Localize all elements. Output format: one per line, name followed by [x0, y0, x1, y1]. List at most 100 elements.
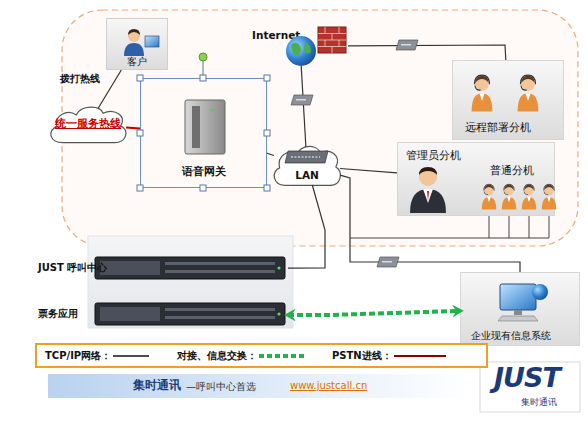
globe	[286, 36, 316, 66]
footer-label: 集时通讯	[521, 397, 557, 407]
cloud-outline	[270, 143, 344, 189]
footer-band	[48, 374, 470, 398]
internet-globe	[286, 36, 316, 66]
customer-icon	[124, 29, 159, 56]
switch-body	[285, 151, 328, 163]
extension-box: 管理员分机普通分机	[397, 142, 555, 216]
footer-label: —呼叫中心首选	[186, 381, 256, 393]
legend-box: TCP/IP网络： 对接、信息交换： PSTN进线：	[35, 343, 488, 368]
server-panel	[88, 236, 293, 328]
legend-line	[259, 354, 307, 358]
resize-handle	[137, 130, 143, 136]
switch-ports	[291, 156, 320, 158]
firewall-bricks	[318, 27, 346, 53]
legend-entry: 对接、信息交换：	[177, 349, 309, 363]
agent-icon	[542, 184, 556, 209]
monitor	[500, 284, 536, 310]
hotline-cloud: 统一服务热线	[46, 104, 130, 146]
server-unit	[95, 257, 285, 279]
server-vent	[165, 316, 275, 319]
globe-land	[291, 43, 301, 56]
lan-cloud: LAN	[270, 143, 344, 189]
ticketing-server: 票务应用	[38, 304, 288, 326]
gateway-case	[185, 100, 225, 154]
connector	[340, 169, 397, 173]
switch-icon	[396, 40, 418, 50]
server-bays	[100, 307, 160, 321]
footer-label: JUST	[494, 362, 560, 394]
customer-head	[128, 30, 140, 42]
manager-icon	[410, 167, 446, 213]
rotate-handle	[199, 53, 207, 61]
node-text: 管理员分机	[406, 149, 461, 162]
connector	[267, 153, 274, 155]
agent-icon	[502, 184, 516, 209]
server-vent	[165, 262, 275, 265]
resize-handle	[200, 75, 206, 81]
rotate-stem	[203, 61, 204, 78]
connector	[126, 128, 140, 129]
enterprise-system-box: 企业现有信息系统	[460, 272, 580, 346]
node-text: 普通分机	[490, 164, 534, 177]
selection-handles	[137, 53, 270, 191]
server-bays	[100, 261, 160, 275]
remote-extension-box: 远程部署分机	[452, 60, 564, 140]
node-text: 统一服务热线	[46, 117, 130, 130]
keyboard	[498, 316, 538, 321]
node-text: JUST 呼叫中心	[38, 262, 107, 274]
server-light	[277, 312, 280, 315]
legend-text: TCP/IP网络：	[45, 349, 111, 363]
edge-label: 拨打热线	[60, 73, 100, 85]
node-text: LAN	[270, 169, 344, 182]
legend-sample	[257, 351, 309, 361]
node-text: 语音网关	[141, 165, 266, 178]
connector	[288, 311, 460, 315]
internet-node: Internet	[252, 26, 348, 66]
customer-monitor	[145, 36, 159, 47]
legend-text: PSTN进线：	[332, 349, 392, 363]
connector	[98, 70, 121, 108]
logo-box	[480, 362, 580, 412]
legend-line	[113, 355, 149, 357]
node-text: 企业现有信息系统	[471, 330, 551, 342]
agent-icon	[522, 184, 536, 209]
server-unit	[95, 303, 285, 325]
legend-sample	[111, 351, 151, 361]
resize-handle	[137, 185, 143, 191]
firewall	[318, 27, 346, 53]
voice-gateway-box: 语音网关	[140, 78, 267, 188]
firewall-wall	[318, 27, 346, 53]
computer-icon	[498, 284, 548, 321]
gateway-light	[211, 109, 214, 112]
resize-handle	[200, 185, 206, 191]
resize-handle	[264, 130, 270, 136]
agent-icon	[472, 75, 493, 111]
server-chassis	[95, 303, 285, 325]
legend-entry: PSTN进线：	[332, 349, 448, 363]
network-globe	[532, 284, 548, 300]
node-text: 远程部署分机	[465, 121, 531, 134]
monitor-stand	[514, 310, 522, 315]
connector	[340, 175, 520, 272]
footer-label: www.justcall.cn	[290, 380, 367, 392]
legend-line	[394, 355, 446, 357]
voice-gateway-device	[185, 100, 225, 154]
switch-icon	[377, 257, 399, 267]
switch-icon	[291, 95, 313, 105]
node-text: 客户	[107, 56, 167, 68]
server-light	[277, 266, 280, 269]
wire	[350, 238, 549, 239]
customer-box: 客户	[106, 18, 168, 70]
resize-handle	[137, 75, 143, 81]
call-center-server: JUST 呼叫中心	[38, 258, 288, 280]
customer-body	[124, 43, 144, 56]
legend-sample	[392, 351, 448, 361]
network-region	[62, 10, 578, 246]
legend-entry: TCP/IP网络：	[45, 349, 151, 363]
resize-handle	[264, 75, 270, 81]
footer-label: 集时通讯	[133, 379, 181, 393]
node-text: Internet	[252, 29, 300, 42]
globe-land	[304, 42, 311, 54]
gateway-panel	[192, 106, 200, 148]
